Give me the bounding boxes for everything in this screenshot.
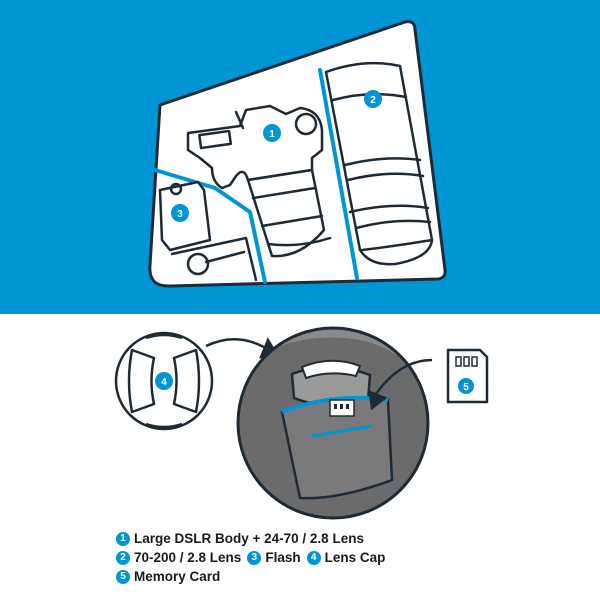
legend-label-camera: Large DSLR Body + 24-70 / 2.8 Lens [134, 531, 364, 546]
svg-text:2: 2 [370, 95, 376, 106]
memory-card: 5 [446, 348, 489, 404]
divider-left [153, 168, 267, 284]
legend-badge-4: 4 [306, 550, 321, 565]
legend-line-3: 5 Memory Card [116, 567, 387, 586]
telephoto-lens [324, 61, 434, 266]
badge-camera: 1 [263, 124, 281, 142]
svg-text:4: 4 [161, 377, 167, 388]
camera-body [186, 104, 324, 190]
legend-label-lens-cap: Lens Cap [324, 550, 386, 565]
legend-label-flash: Flash [265, 550, 301, 565]
lens-cap: 4 [114, 331, 214, 431]
pocket-closeup [236, 326, 430, 520]
legend-badge-3: 3 [247, 550, 262, 565]
arrow-card-to-pocket [368, 358, 433, 411]
legend-badge-2: 2 [116, 550, 130, 565]
legend-label-memory-card: Memory Card [134, 569, 221, 584]
badge-lens: 2 [364, 90, 382, 108]
legend-badge-1: 1 [116, 531, 130, 546]
standard-lens [246, 168, 332, 258]
legend: 1 Large DSLR Body + 24-70 / 2.8 Lens 2 7… [116, 529, 387, 586]
badge-flash: 3 [171, 204, 189, 222]
svg-text:1: 1 [269, 129, 275, 140]
legend-badge-5: 5 [116, 569, 130, 584]
divider-right [318, 68, 359, 280]
legend-label-lens: 70-200 / 2.8 Lens [134, 550, 242, 565]
svg-text:5: 5 [463, 382, 469, 393]
bag-interior: 1 2 3 [148, 20, 447, 288]
accessory-compartment [170, 236, 258, 282]
legend-line-2: 2 70-200 / 2.8 Lens 3 Flash 4 Lens Cap [116, 548, 387, 567]
legend-line-1: 1 Large DSLR Body + 24-70 / 2.8 Lens [116, 529, 387, 548]
svg-text:3: 3 [177, 209, 183, 220]
